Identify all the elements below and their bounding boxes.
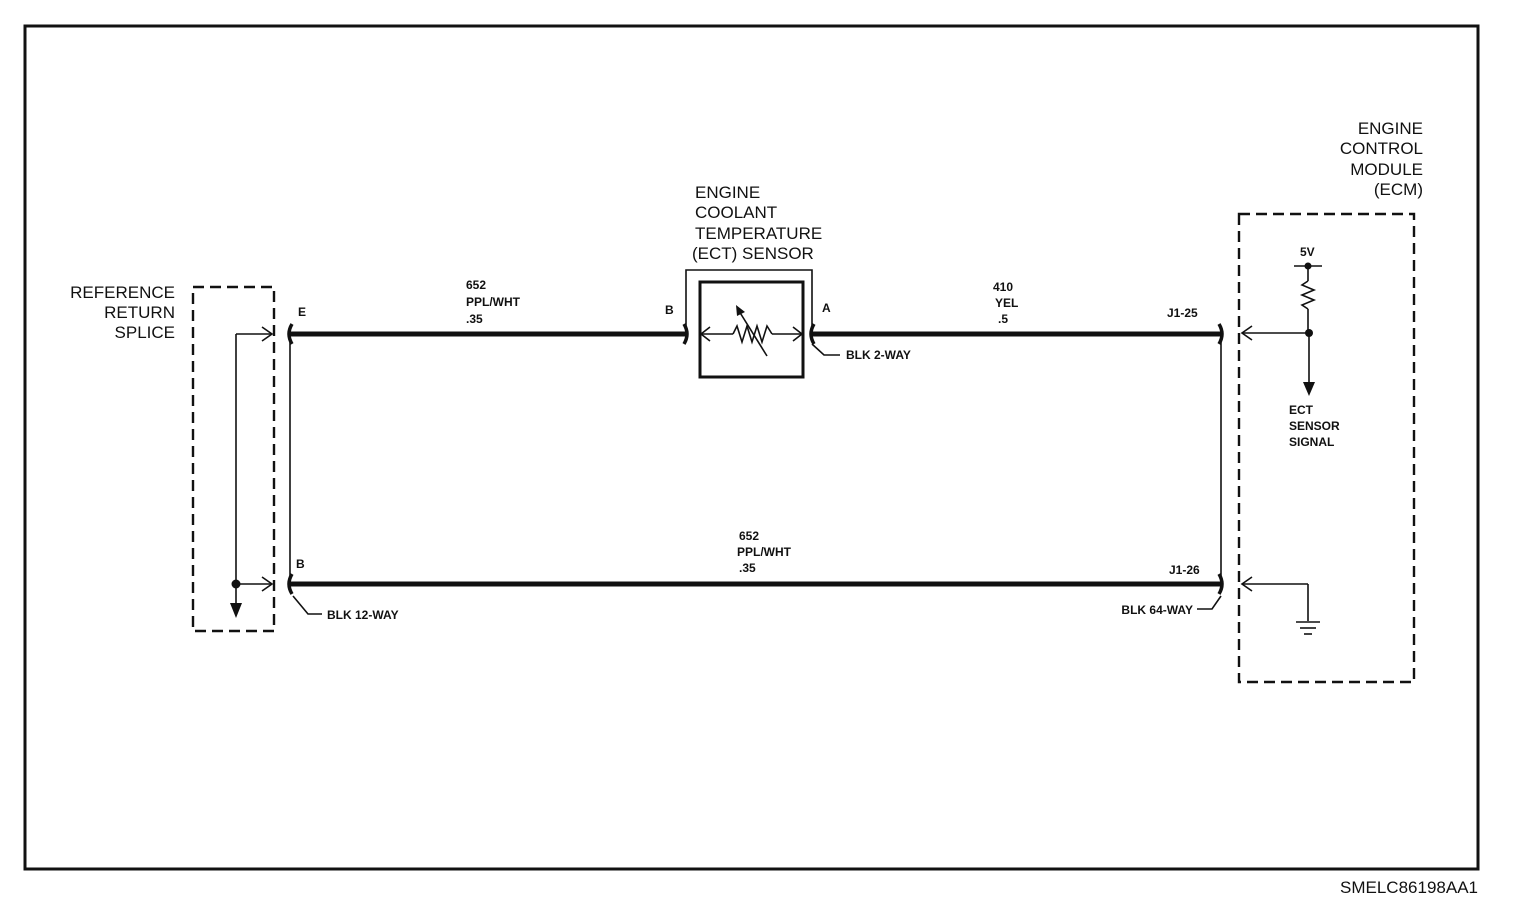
ecm-signal-input-arrow xyxy=(1240,325,1253,341)
diagram-frame xyxy=(23,24,1480,871)
wire-bottom-circuit: 652 xyxy=(739,529,759,543)
wire-bottom-color: PPL/WHT xyxy=(737,545,792,559)
ecm-label-line-2: CONTROL xyxy=(1340,139,1423,158)
splice-connector-top xyxy=(287,323,294,345)
sensor-label-line-3: TEMPERATURE xyxy=(695,224,822,243)
ecm-ground-input-arrow xyxy=(1240,576,1253,592)
sensor-pin-b-label: B xyxy=(665,303,674,317)
ecm-label-line-3: MODULE xyxy=(1350,160,1423,179)
ecm-supply-label: 5V xyxy=(1300,245,1315,259)
ecm-signal-arrow-head xyxy=(1303,382,1315,396)
ecm-label-line-1: ENGINE xyxy=(1358,119,1423,138)
wire-top-left-gauge: .35 xyxy=(466,312,483,326)
sensor-connector-label: BLK 2-WAY xyxy=(846,348,911,362)
ecm-label-line-4: (ECM) xyxy=(1374,180,1423,199)
thermistor-variable-arrow xyxy=(738,310,768,357)
sensor-label-line-2: COOLANT xyxy=(695,203,777,222)
reference-return-splice: REFERENCE RETURN SPLICE xyxy=(70,283,276,633)
sensor-label-line-4: (ECT) SENSOR xyxy=(692,244,814,263)
splice-connector-bottom xyxy=(287,573,294,595)
splice-pin-b-arrow xyxy=(261,576,274,592)
splice-label-line-1: REFERENCE xyxy=(70,283,175,302)
ecm-signal-label-line-2: SENSOR xyxy=(1289,419,1340,433)
splice-dashed-box xyxy=(191,285,276,633)
sensor-connector-right xyxy=(809,323,816,345)
wire-top-right-color: YEL xyxy=(995,296,1018,310)
sensor-lead-right-arrow xyxy=(792,326,804,342)
wire-bottom-gauge: .35 xyxy=(739,561,756,575)
ecm-pin-j1-26-label: J1-26 xyxy=(1169,563,1200,577)
ecm-connector-bottom xyxy=(1217,573,1224,595)
splice-pin-e-label: E xyxy=(298,305,306,319)
wire-top-right-gauge: .5 xyxy=(998,312,1008,326)
ecm-signal-label-line-3: SIGNAL xyxy=(1289,435,1334,449)
splice-connector-leader xyxy=(292,595,322,615)
ecm-connector-label: BLK 64-WAY xyxy=(1121,603,1193,617)
splice-label-line-2: RETURN xyxy=(104,303,175,322)
sensor-connector-left xyxy=(682,323,689,345)
ect-sensor: ENGINE COOLANT TEMPERATURE (ECT) SENSOR xyxy=(685,183,822,379)
sensor-connector-leader xyxy=(811,343,840,356)
sensor-outline-bracket xyxy=(685,269,813,334)
splice-pin-e-arrow xyxy=(261,326,274,342)
wire-top-right-circuit: 410 xyxy=(993,280,1013,294)
wire-top-left-color: PPL/WHT xyxy=(466,295,521,309)
figure-id: SMELC86198AA1 xyxy=(1340,878,1478,897)
ground-icon xyxy=(1296,621,1320,635)
splice-ground-arrow xyxy=(230,603,242,618)
ecm-pin-j1-25-label: J1-25 xyxy=(1167,306,1198,320)
engine-control-module: ENGINE CONTROL MODULE (ECM) 5V ECT SENSO… xyxy=(1237,119,1423,684)
sensor-pin-a-label: A xyxy=(822,301,831,315)
ecm-dashed-box xyxy=(1237,212,1416,684)
ecm-connector-leader xyxy=(1197,595,1222,610)
wire-top-left-circuit: 652 xyxy=(466,278,486,292)
ecm-signal-label-line-1: ECT xyxy=(1289,403,1314,417)
ecm-connector-top xyxy=(1217,323,1224,345)
splice-junction-dot xyxy=(231,579,241,589)
sensor-body xyxy=(698,280,805,379)
sensor-lead-left-arrow xyxy=(699,326,711,342)
sensor-label-line-1: ENGINE xyxy=(695,183,760,202)
thermistor-arrow-head xyxy=(736,305,745,316)
ecm-pullup-resistor-icon xyxy=(1299,280,1317,310)
splice-connector-label: BLK 12-WAY xyxy=(327,608,399,622)
thermistor-icon xyxy=(732,323,773,345)
splice-label-line-3: SPLICE xyxy=(115,323,175,342)
splice-pin-b-label: B xyxy=(296,557,305,571)
